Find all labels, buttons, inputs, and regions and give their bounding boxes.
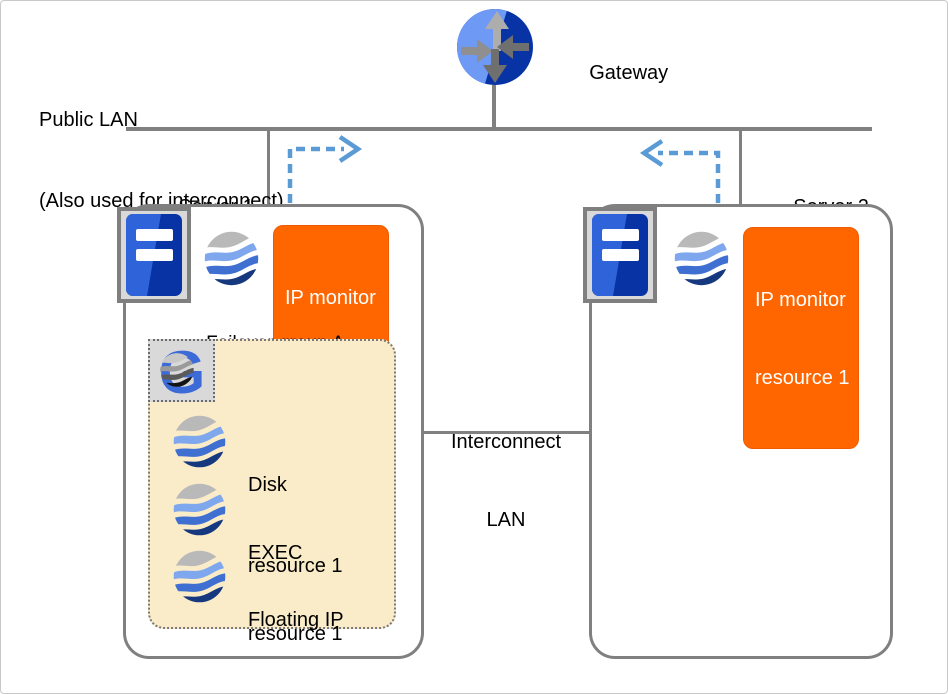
ip-monitor-resource-icon-server1 [203,230,260,287]
public-lan-bus-line [126,127,872,131]
group-g-icon: G [150,341,205,400]
disk-resource-label: Disk resource 1 [248,474,343,577]
failover-group-icon: G [148,339,215,402]
interconnect-lan-line [421,431,589,434]
floating-ip-resource-icon [172,549,227,604]
exec-resource-label: EXEC resource 1 [248,542,343,645]
ip-monitor-badge-server2: IP monitor resource 1 [743,227,859,449]
gateway-router-icon [457,9,533,85]
server2-drop-line [739,131,742,205]
gateway-link-line [492,85,496,129]
disk-resource-icon [172,414,227,469]
ip-monitor-resource-icon-server2 [673,230,730,287]
interconnect-lan-label: Interconnect LAN [450,431,562,531]
server2-tower-icon [583,207,657,303]
floating-ip-resource-label: Floating IP resource 1 [248,609,344,693]
gateway-label: Gateway [589,62,669,84]
monitor-arrow-server1 [287,135,363,203]
monitor-arrow-server2 [639,139,721,203]
server1-tower-icon [117,207,191,303]
server1-drop-line [267,131,270,205]
exec-resource-icon [172,482,227,537]
